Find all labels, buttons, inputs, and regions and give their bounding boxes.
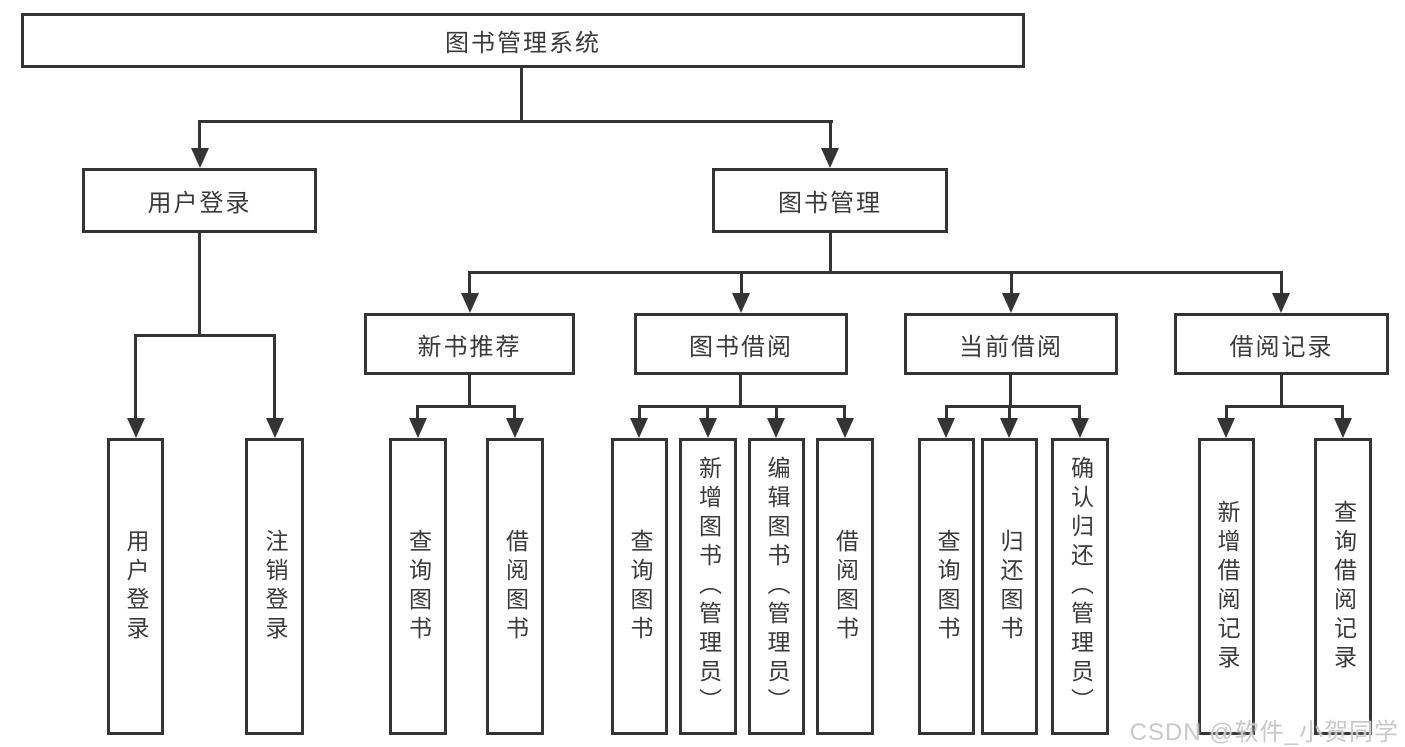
arrowhead-icon	[191, 148, 209, 168]
leaf-label: 确认归还（管理员）	[1067, 456, 1094, 717]
connector-leaf-drop	[416, 405, 419, 423]
leaf-user-login: 用户登录	[107, 438, 164, 735]
connector-section-drop	[740, 271, 743, 297]
connector-stem	[468, 375, 471, 408]
connector-book-mgmt-drop	[829, 120, 832, 152]
connector-user-login-bar	[134, 334, 276, 337]
connector-user-login-drop	[198, 120, 201, 152]
arrowhead-icon	[461, 293, 479, 313]
leaf-label: 查询图书	[405, 528, 432, 645]
arrowhead-icon	[767, 418, 785, 438]
leaf-add-borrow-record: 新增借阅记录	[1198, 438, 1255, 735]
arrowhead-icon	[630, 418, 648, 438]
node-book-borrow: 图书借阅	[634, 313, 848, 375]
connector-book-mgmt-stem	[829, 233, 832, 273]
leaf-label: 编辑图书（管理员）	[764, 456, 790, 717]
connector-section-drop	[468, 271, 471, 297]
connector-stem	[739, 375, 742, 408]
leaf-logout: 注销登录	[245, 438, 304, 735]
csdn-watermark: CSDN @软件_小贺同学	[1129, 719, 1399, 746]
node-borrow-records: 借阅记录	[1174, 313, 1389, 375]
connector-leaf-drop	[1078, 405, 1081, 423]
connector-root-stem	[520, 68, 523, 121]
arrowhead-icon	[127, 418, 145, 438]
leaf-recommend-borrow-book: 借阅图书	[486, 438, 544, 735]
leaf-return-book: 归还图书	[981, 438, 1038, 735]
leaf-label: 查询借阅记录	[1330, 499, 1357, 674]
arrowhead-icon	[732, 293, 750, 313]
connector-leaf-drop	[775, 405, 778, 423]
connector-user-login-stem	[198, 233, 201, 337]
connector-leaf-drop	[1008, 405, 1011, 423]
connector-bar	[638, 405, 846, 408]
leaf-confirm-return-admin: 确认归还（管理员）	[1051, 438, 1109, 735]
arrowhead-icon	[699, 418, 717, 438]
connector-leaf-drop	[945, 405, 948, 423]
leaf-label: 归还图书	[997, 528, 1023, 645]
arrowhead-icon	[1272, 293, 1290, 313]
connector-leaf-drop	[1341, 405, 1344, 423]
leaf-label: 查询图书	[934, 528, 960, 645]
arrowhead-icon	[409, 418, 427, 438]
node-root: 图书管理系统	[21, 13, 1025, 68]
connector-stem	[1280, 375, 1283, 407]
leaf-label: 查询图书	[627, 528, 653, 645]
arrowhead-icon	[937, 418, 955, 438]
connector-leaf-drop	[1225, 405, 1228, 423]
leaf-edit-book-admin: 编辑图书（管理员）	[748, 438, 805, 735]
arrowhead-icon	[1071, 418, 1089, 438]
connector-leaf-drop	[706, 405, 709, 423]
arrowhead-icon	[506, 418, 524, 438]
connector-leaf-drop	[134, 334, 137, 422]
arrowhead-icon	[821, 148, 839, 168]
arrowhead-icon	[1217, 418, 1235, 438]
arrowhead-icon	[266, 418, 284, 438]
connector-leaf-drop	[513, 405, 516, 423]
connector-section-drop	[1280, 271, 1283, 297]
leaf-label: 新增借阅记录	[1214, 499, 1240, 674]
node-current-borrow: 当前借阅	[904, 313, 1118, 375]
connector-root-bar	[198, 120, 833, 123]
connector-section-drop	[1010, 271, 1013, 297]
connector-bar	[416, 405, 516, 408]
connector-bar	[1225, 405, 1344, 408]
connector-stem	[1009, 375, 1012, 408]
leaf-query-borrow-record: 查询借阅记录	[1314, 438, 1372, 735]
node-book-management: 图书管理	[712, 168, 948, 233]
leaf-label: 用户登录	[123, 528, 149, 645]
leaf-add-book-admin: 新增图书（管理员）	[679, 438, 737, 735]
arrowhead-icon	[1002, 293, 1020, 313]
connector-leaf-drop	[843, 405, 846, 423]
leaf-borrow-book: 借阅图书	[816, 438, 874, 735]
connector-leaf-drop	[638, 405, 641, 423]
leaf-label: 新增图书（管理员）	[695, 456, 722, 717]
node-user-login: 用户登录	[82, 168, 317, 233]
connector-book-mgmt-bar	[468, 271, 1283, 274]
leaf-current-query-book: 查询图书	[918, 438, 975, 735]
leaf-borrow-query-book: 查询图书	[611, 438, 668, 735]
arrowhead-icon	[836, 418, 854, 438]
leaf-label: 借阅图书	[502, 528, 529, 645]
arrowhead-icon	[1334, 418, 1352, 438]
node-new-book-recommend: 新书推荐	[364, 313, 575, 375]
connector-leaf-drop	[273, 334, 276, 422]
leaf-label: 借阅图书	[832, 528, 859, 645]
leaf-recommend-query-book: 查询图书	[389, 438, 447, 735]
arrowhead-icon	[1000, 418, 1018, 438]
connector-bar	[945, 405, 1081, 408]
leaf-label: 注销登录	[262, 528, 288, 645]
